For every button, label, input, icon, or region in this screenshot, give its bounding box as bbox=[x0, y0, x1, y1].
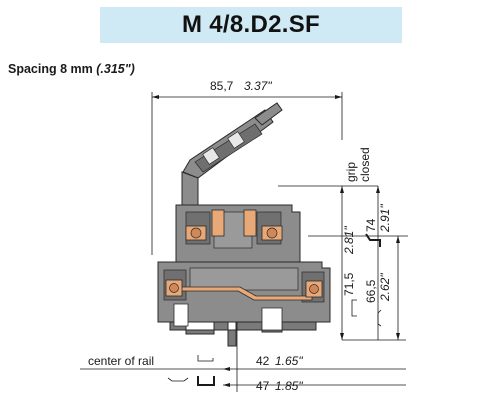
height-dimension-74: 74 2.91" bbox=[364, 186, 392, 340]
width-mm: 85,7 bbox=[210, 79, 234, 93]
spacing-mm: Spacing 8 mm bbox=[8, 62, 93, 76]
h1-in: 2.81" bbox=[342, 226, 356, 255]
product-title: M 4/8.D2.SF bbox=[181, 11, 320, 38]
spacing-inch: (.315") bbox=[96, 62, 135, 76]
grip-label: grip bbox=[344, 162, 358, 182]
upper-contacts bbox=[185, 209, 283, 241]
title-banner: M 4/8.D2.SF bbox=[100, 7, 402, 43]
h3-in: 2.62" bbox=[378, 273, 392, 302]
fuse-lever bbox=[181, 102, 283, 206]
d2-mm: 47 bbox=[256, 379, 270, 393]
lower-contacts bbox=[165, 279, 323, 298]
d1-in: 1.65" bbox=[275, 354, 303, 368]
d2-in: 1.85" bbox=[275, 379, 303, 393]
closed-label: closed bbox=[358, 147, 372, 182]
h1-mm: 71,5 bbox=[342, 272, 356, 296]
width-dimension: 85,7 3.37" bbox=[151, 79, 343, 255]
spacing-label: Spacing 8 mm (.315") bbox=[8, 62, 135, 76]
height-dimension-66-5: 66,5 2.62" bbox=[308, 235, 408, 340]
h2-mm: 74 bbox=[364, 218, 378, 232]
bus-bar bbox=[177, 286, 313, 301]
d1-mm: 42 bbox=[256, 354, 270, 368]
width-in: 3.37" bbox=[244, 79, 272, 93]
h3-mm: 66,5 bbox=[364, 279, 378, 303]
h2-in: 2.91" bbox=[378, 204, 392, 233]
height-dimension-71-5: 71,5 2.81" bbox=[340, 186, 357, 340]
center-of-rail-label: center of rail bbox=[88, 354, 154, 368]
grip-closed-reference: grip closed bbox=[278, 147, 378, 187]
terminal-block bbox=[157, 102, 331, 347]
rail-dimensions: center of rail 42 1.65" 47 1.85" bbox=[80, 322, 406, 393]
